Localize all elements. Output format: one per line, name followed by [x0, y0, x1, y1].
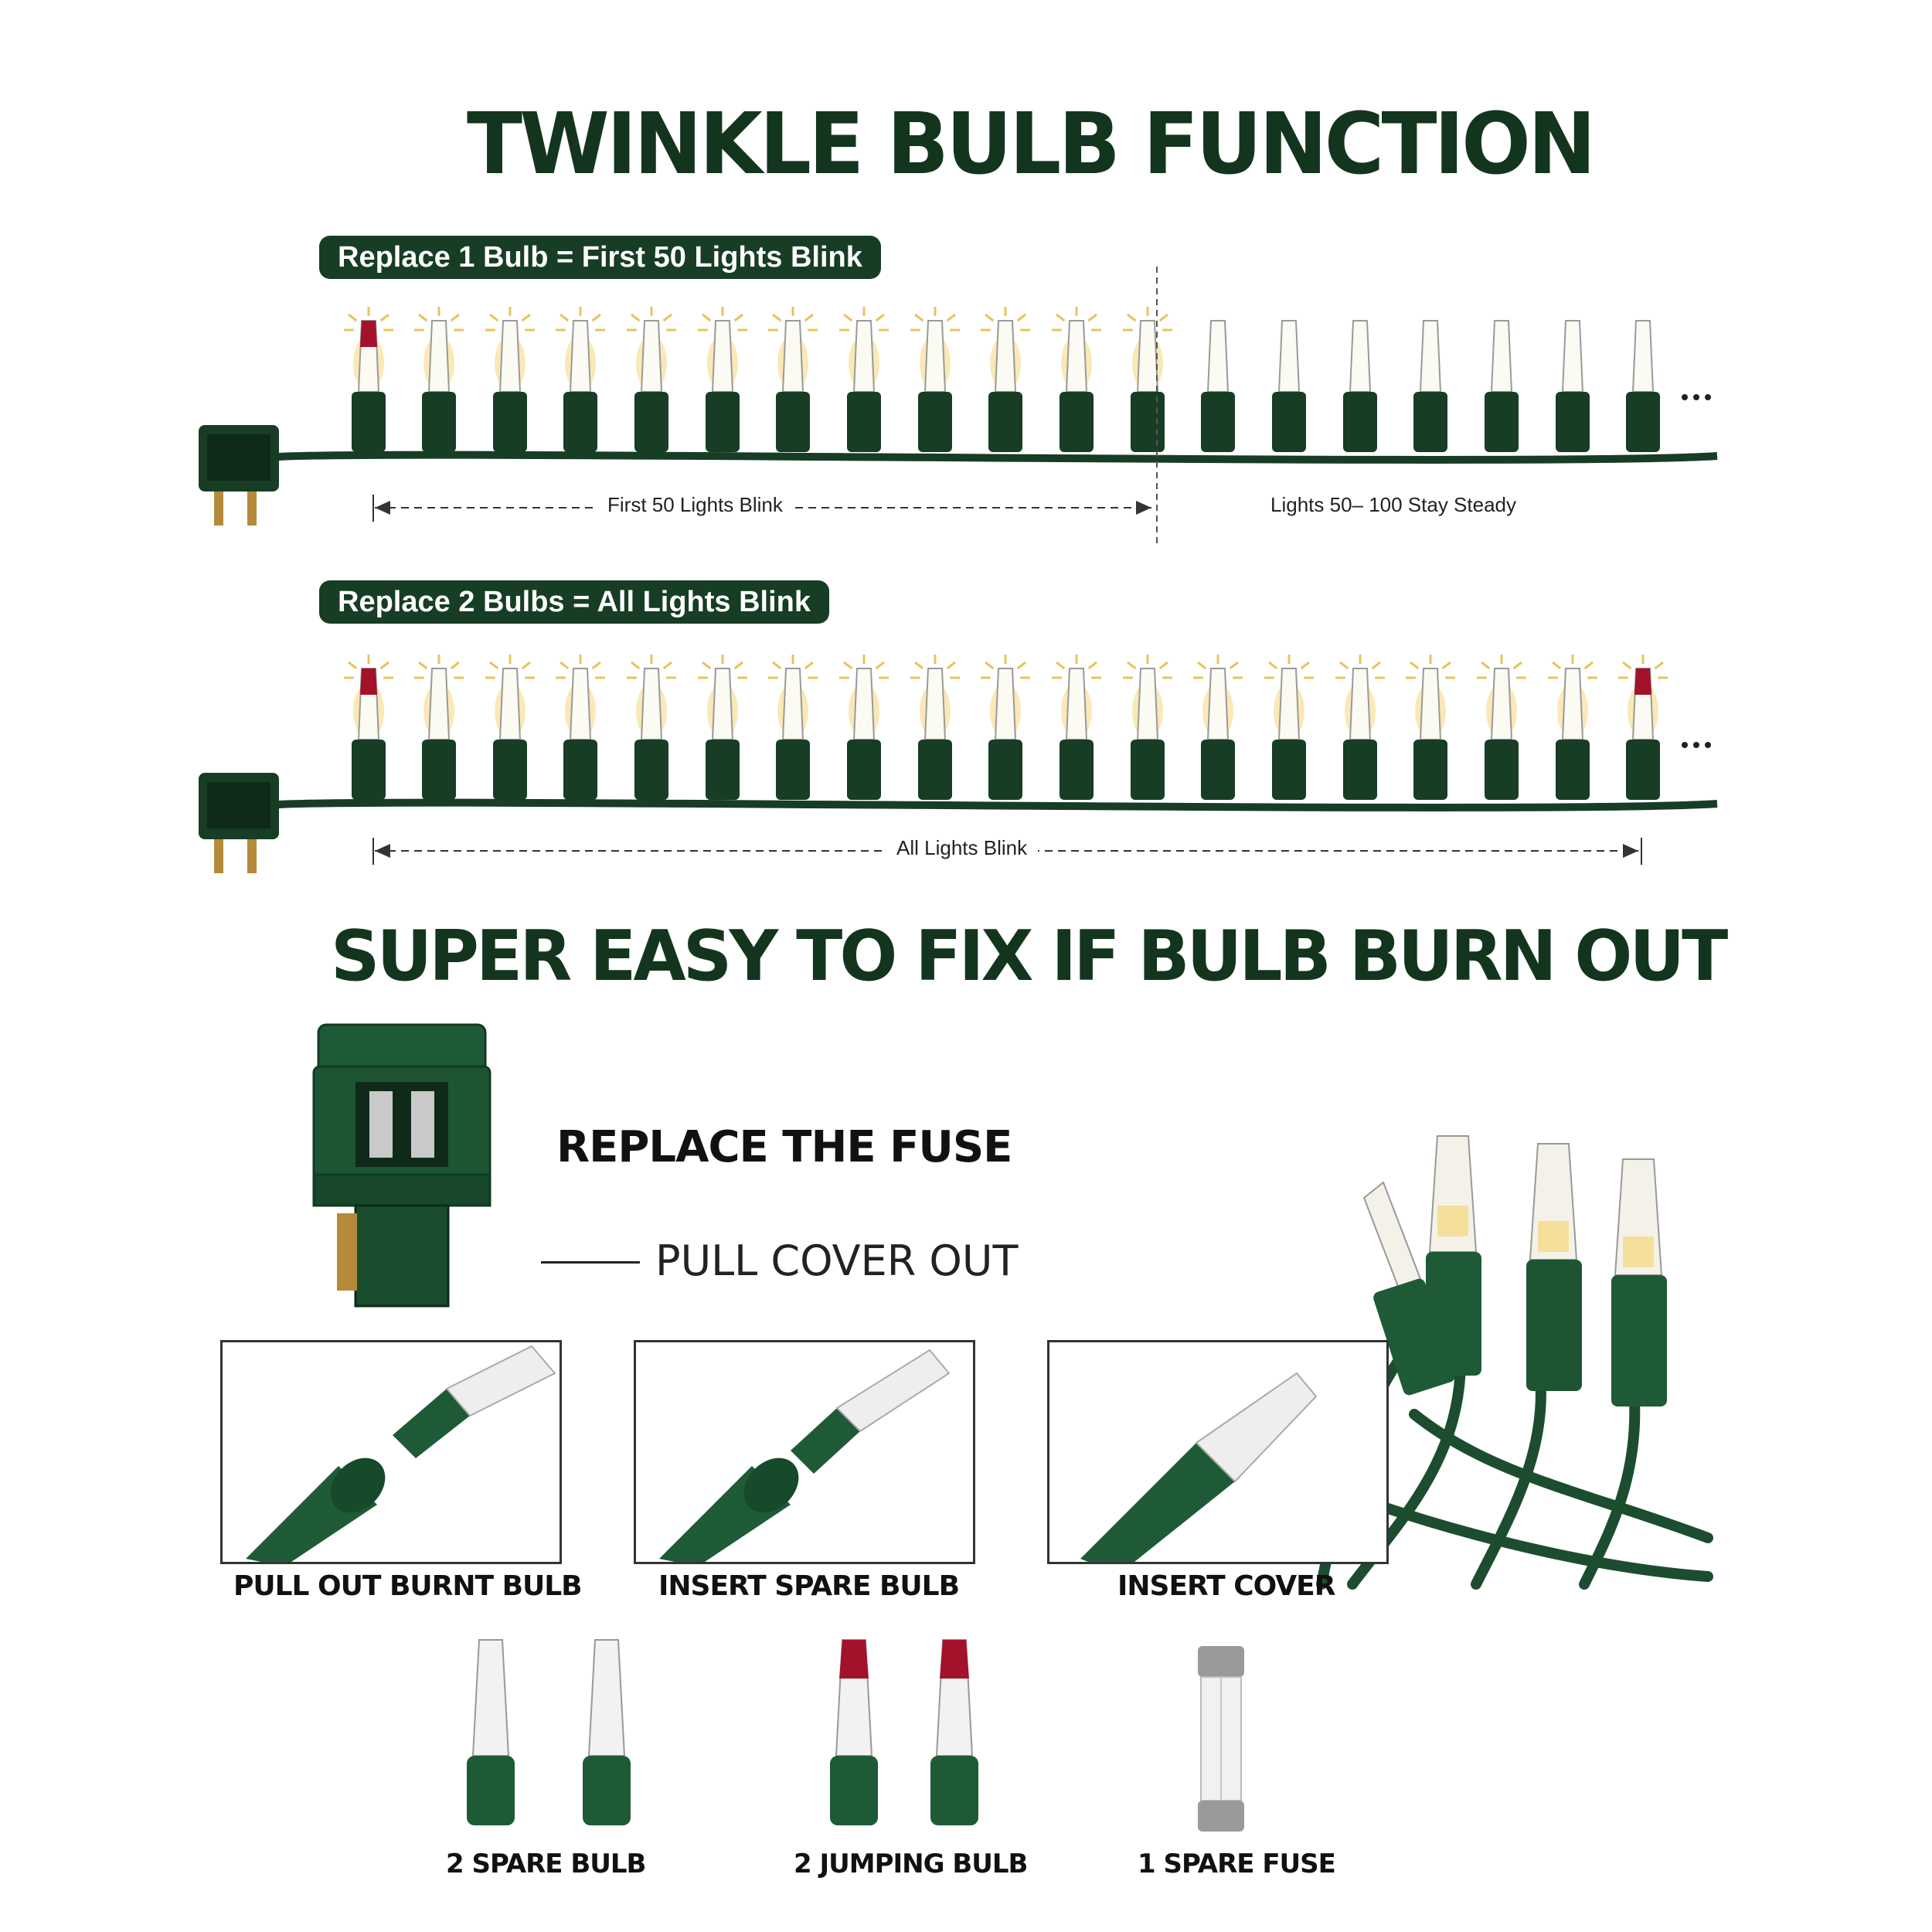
strand2-bulb: [485, 655, 535, 800]
strand2-more-dot: [1682, 742, 1688, 748]
section-subtitle: SUPER EASY TO FIX IF BULB BURN OUT: [331, 916, 1728, 997]
strand2-bulb: [1406, 655, 1455, 800]
strand1-bulb: [1413, 320, 1447, 452]
step-label-pull-out: PULL OUT BURNT BULB: [233, 1570, 583, 1602]
strand2-plug: [199, 773, 279, 873]
strand1-bulb: [1626, 320, 1660, 452]
strand1-bulb: [910, 307, 960, 452]
spare-fuse-image: [1198, 1646, 1244, 1832]
strand1-bulb: [1052, 307, 1101, 452]
strand1-bulb: [698, 307, 747, 452]
strand2-wire: [270, 798, 1718, 811]
strand2-bulb: [768, 655, 818, 800]
strand2-bulb: [627, 655, 676, 800]
jumping-bulbs-image: [830, 1639, 978, 1825]
strand2-bulb: [839, 655, 889, 800]
light-strand-1: [199, 267, 1718, 545]
pointer-line: [541, 1261, 640, 1264]
step-box-pull-out: [220, 1340, 562, 1564]
strand1-more-dot: [1682, 394, 1688, 400]
strand1-bulb: [1201, 320, 1235, 452]
first-50-blink-label: First 50 Lights Blink: [597, 493, 794, 517]
strand1-bulb: [1343, 320, 1377, 452]
badge-replace-1-bulb: Replace 1 Bulb = First 50 Lights Blink: [319, 236, 881, 279]
strand2-bulb: [556, 655, 605, 800]
strand2-bulb: [414, 655, 464, 800]
strand2-bulb: [1264, 655, 1314, 800]
spare-label-fuse: 1 SPARE FUSE: [1138, 1849, 1336, 1879]
strand2-bulb: [1193, 655, 1243, 800]
step-label-insert-spare: INSERT SPARE BULB: [658, 1570, 960, 1602]
main-title: TWINKLE BULB FUNCTION: [467, 94, 1596, 193]
strand2-bulb: [698, 655, 747, 800]
strand1-more-dot: [1693, 394, 1699, 400]
pull-out-bulb-image: [246, 1345, 556, 1562]
insert-spare-bulb-image: [659, 1349, 951, 1562]
strand1-bulb: [1123, 307, 1172, 452]
spare-label-jumping: 2 JUMPING BULB: [794, 1849, 1028, 1879]
step-box-insert-spare: [634, 1340, 975, 1564]
spare-bulbs-image: [467, 1639, 631, 1825]
strand2-bulb: [910, 655, 960, 800]
strand1-bulb: [981, 307, 1030, 452]
strand1-bulb: [1272, 320, 1306, 452]
fuse-plug-image: [312, 1023, 492, 1308]
strand1-wire: [270, 451, 1718, 464]
arrow-right: [1136, 501, 1151, 515]
strand1-bulb: [627, 307, 676, 452]
strand1-bulb: [485, 307, 535, 452]
strand2-bulb: [1335, 655, 1385, 800]
arrow-left: [375, 844, 390, 858]
strand1-bulb: [768, 307, 818, 452]
strand1-bulb: [839, 307, 889, 452]
strand2-bulb: [1052, 655, 1101, 800]
strand2-bulb: [1548, 655, 1597, 800]
strand2-more-dot: [1705, 742, 1711, 748]
insert-cover-image: [1080, 1372, 1318, 1562]
strand1-bulb: [556, 307, 605, 452]
light-strand-2: [199, 655, 1718, 873]
bulb-cluster-image: [1316, 1135, 1713, 1590]
strand1-bulb: [1485, 320, 1519, 452]
strand2-bulb: [1123, 655, 1172, 800]
arrow-left: [375, 501, 390, 515]
strand2-bulb: [1618, 655, 1668, 800]
strand1-bulb: [414, 307, 464, 452]
strand2-bulb: [981, 655, 1030, 800]
strand1-bulb: [1556, 320, 1590, 452]
pull-cover-instruction: PULL COVER OUT: [655, 1236, 1019, 1285]
all-lights-blink-label: All Lights Blink: [886, 836, 1039, 860]
badge-replace-2-bulbs: Replace 2 Bulbs = All Lights Blink: [319, 580, 830, 624]
step-box-insert-cover: [1047, 1340, 1389, 1564]
replace-fuse-title: REPLACE THE FUSE: [556, 1122, 1012, 1172]
strand2-bulb: [344, 655, 393, 800]
arrow-right: [1623, 844, 1638, 858]
step-label-insert-cover: INSERT COVER: [1117, 1570, 1335, 1602]
strand1-bulb: [344, 307, 393, 452]
strand2-more-dot: [1693, 742, 1699, 748]
strand2-bulb: [1477, 655, 1526, 800]
lights-steady-label: Lights 50– 100 Stay Steady: [1260, 493, 1528, 517]
strand1-plug: [199, 425, 279, 526]
spare-label-bulbs: 2 SPARE BULB: [446, 1849, 646, 1879]
strand1-more-dot: [1705, 394, 1711, 400]
